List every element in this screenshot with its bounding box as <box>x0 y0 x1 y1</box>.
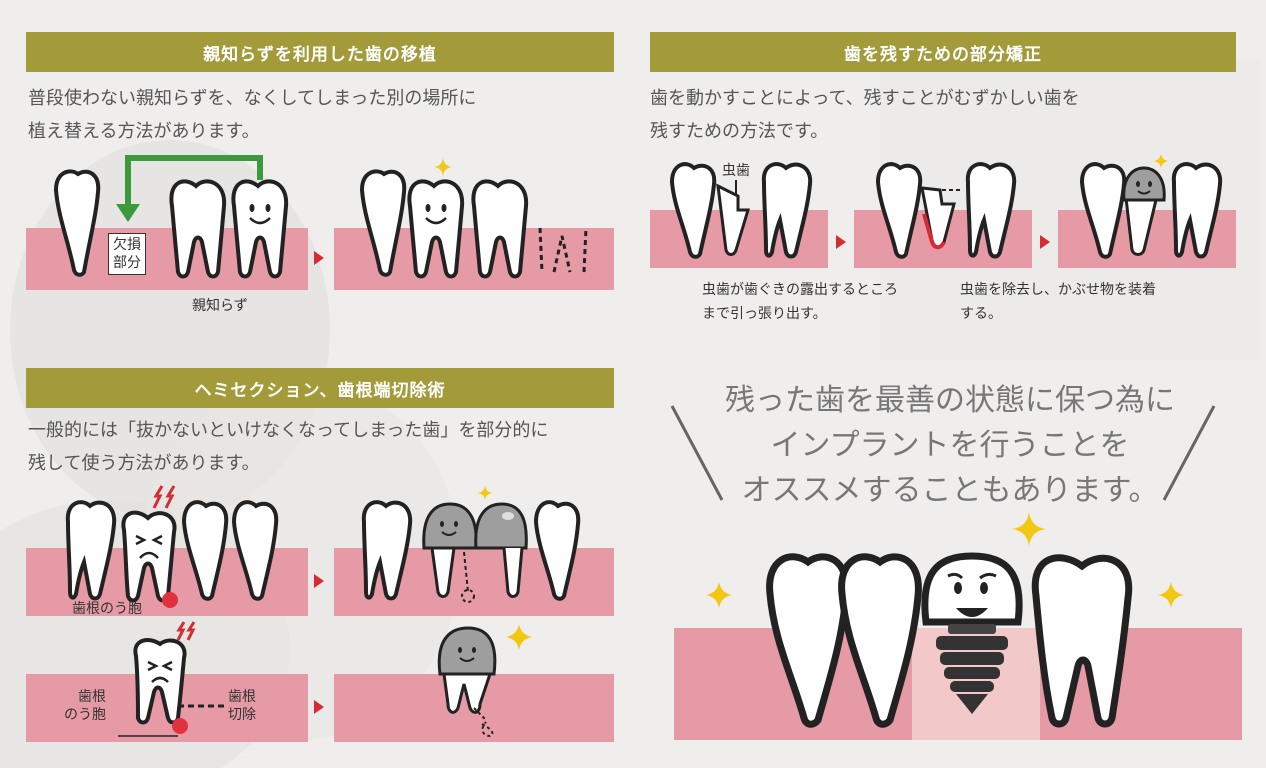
arrow-right-icon <box>314 700 324 714</box>
decorative-slash-left <box>670 405 724 501</box>
section-description-hemisection: 一般的には「抜かないといけなくなってしまった歯」を部分的に 残して使う方法があり… <box>28 420 549 474</box>
implant-recommendation-message: 残った歯を最善の状態に保つ為に インプラントを行うことを オススメすることもあり… <box>725 383 1175 508</box>
tooth-icon <box>231 500 279 601</box>
transplant-arrow-icon <box>116 155 263 222</box>
sparkle-icon <box>506 624 532 650</box>
tooth-icon <box>361 500 413 601</box>
tooth-icon <box>1171 162 1223 259</box>
arrow-right-icon <box>314 574 324 588</box>
pain-mark-icon <box>176 621 196 641</box>
root-cyst-label: 歯根 のう胞 <box>64 689 106 723</box>
wisdom-tooth-label: 親知らず <box>192 298 248 314</box>
tooth-icon <box>761 162 813 259</box>
tooth-icon <box>181 500 229 601</box>
sparkle-icon <box>1012 512 1046 546</box>
tooth-icon <box>669 162 717 259</box>
extruded-root-icon <box>920 186 962 250</box>
cut-line <box>118 704 226 737</box>
molar-tooth-icon <box>169 179 227 279</box>
large-tooth-icon <box>838 553 922 728</box>
arrow-right-icon <box>836 235 846 249</box>
section-description-transplant: 普段使わない親知らずを、なくしてしまった別の場所に 植え替える方法があります。 <box>28 88 477 142</box>
cyst-icon <box>172 718 188 734</box>
tooth-icon <box>359 169 407 277</box>
smiling-tooth-icon <box>407 179 465 279</box>
arrow-right-icon <box>1040 235 1050 249</box>
molar-tooth-icon <box>471 179 529 279</box>
sparkle-icon <box>478 486 492 500</box>
section-description-orthodontics: 歯を動かすことによって、残すことがむずかしい歯を 残すための方法です。 <box>650 88 1080 142</box>
extracted-tooth-outline-icon <box>538 227 588 273</box>
tooth-icon <box>53 169 101 277</box>
crowned-tooth-icon <box>1122 166 1166 256</box>
step-caption-crown: 虫歯を除去し、かぶせ物を装着 する。 <box>960 282 1156 322</box>
section-header-transplant: 親知らずを利用した歯の移植 <box>26 32 614 72</box>
root-cyst-label: 歯根のう胞 <box>72 601 142 617</box>
section-header-hemisection: ヘミセクション、歯根端切除術 <box>26 368 614 408</box>
section-header-orthodontics: 歯を残すための部分矯正 <box>650 32 1236 72</box>
caries-label: 虫歯 <box>722 163 750 179</box>
smiling-tooth-icon <box>231 179 289 279</box>
implant-icon <box>921 552 1023 714</box>
sparkle-icon <box>1154 154 1168 168</box>
cyst-icon <box>162 592 178 608</box>
missing-area-label: 欠損 部分 <box>108 233 146 275</box>
decorative-slash-right <box>1162 405 1216 501</box>
bridge-crown-icon <box>422 502 528 603</box>
tooth-icon <box>533 500 581 601</box>
painful-tooth-icon <box>121 510 177 603</box>
decayed-root-icon <box>716 180 751 256</box>
tooth-icon <box>875 162 923 259</box>
painful-tooth-icon <box>133 638 187 725</box>
tooth-icon <box>965 162 1017 259</box>
arrow-right-icon <box>314 251 324 265</box>
sparkle-icon <box>1158 582 1184 608</box>
crowned-tooth-icon <box>437 626 497 738</box>
sparkle-icon <box>706 582 732 608</box>
large-molar-icon <box>1031 554 1133 728</box>
large-tooth-icon <box>766 553 850 728</box>
root-resection-label: 歯根 切除 <box>228 689 256 723</box>
tooth-icon <box>1079 162 1127 259</box>
step-caption-extrusion: 虫歯が歯ぐきの露出するところ まで引っ張り出す。 <box>702 282 898 322</box>
tooth-icon <box>65 500 117 601</box>
pain-mark-icon <box>152 485 176 509</box>
sparkle-icon <box>434 158 452 176</box>
